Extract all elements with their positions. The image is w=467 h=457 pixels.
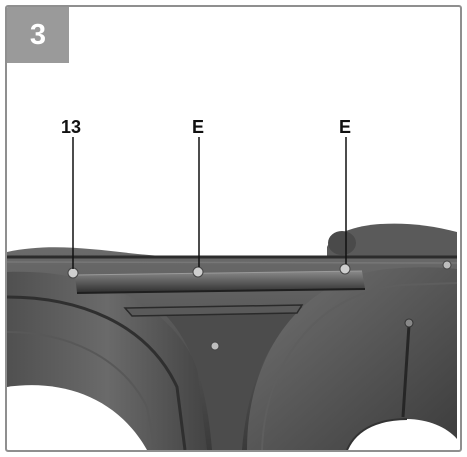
lower-bracket: [123, 304, 304, 317]
callout-e-right: E: [339, 117, 352, 137]
callout-13: 13: [61, 117, 82, 137]
left-wheel-opening: [7, 385, 147, 450]
figure-number-badge: 3: [7, 7, 69, 63]
screw-13: [67, 267, 79, 279]
screw-e1: [192, 266, 204, 278]
machine-photo: [7, 137, 458, 450]
right-wheel-opening: [347, 419, 457, 450]
guide-bar: [75, 271, 365, 293]
screw-e2: [339, 263, 351, 275]
screw-right-top: [442, 260, 452, 270]
tension-rod: [401, 324, 411, 418]
screw-center: [210, 341, 220, 351]
callout-e-left: E: [192, 117, 205, 137]
figure-frame: 3 13 E E: [5, 5, 462, 452]
central-web: [157, 307, 307, 450]
motor-housing: [327, 223, 457, 262]
